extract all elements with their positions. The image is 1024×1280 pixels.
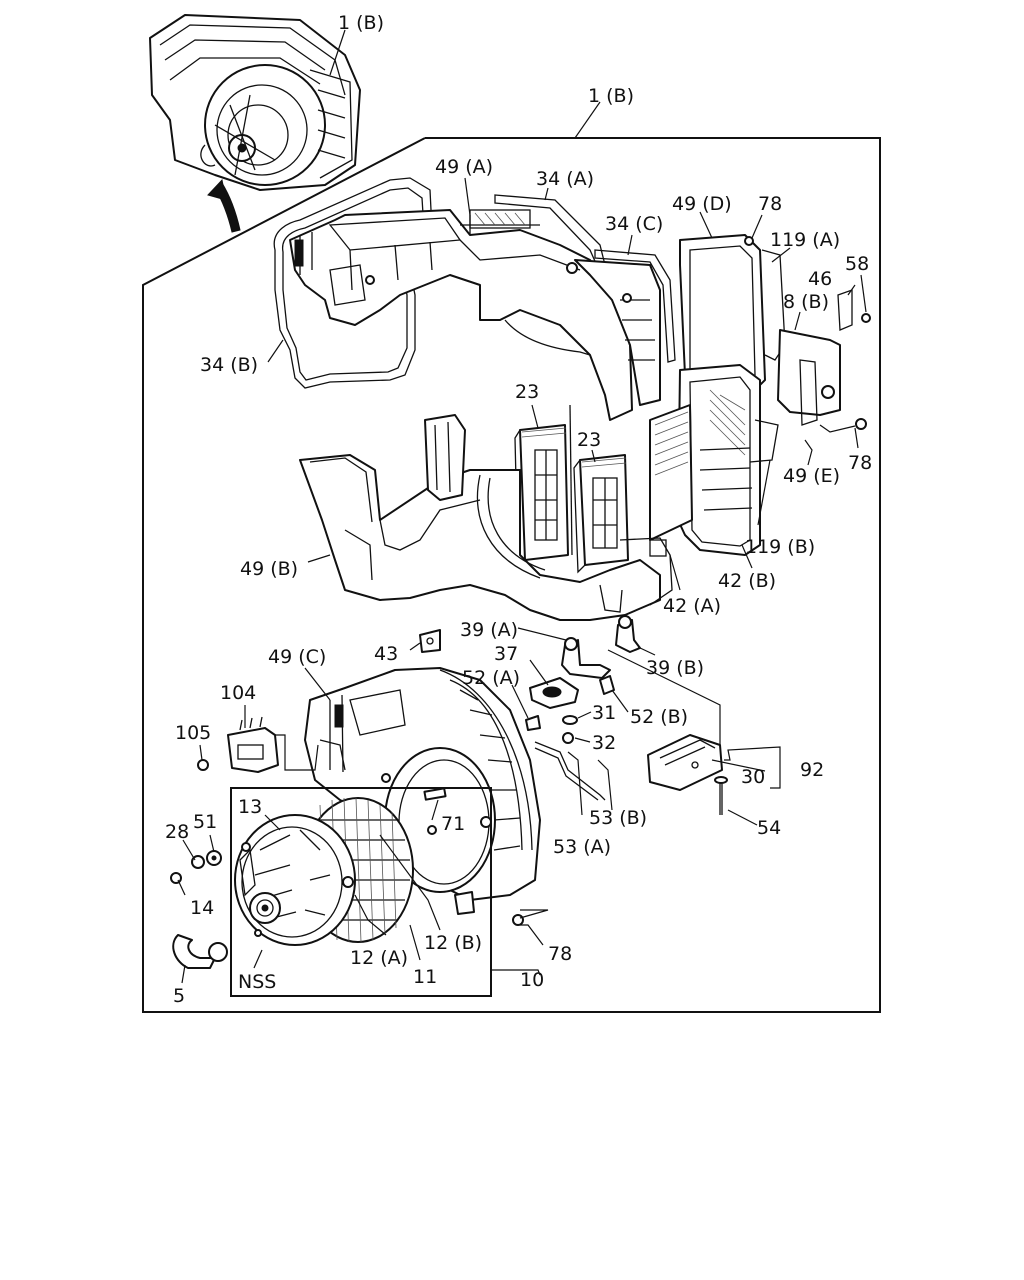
label-92: 92 [800, 759, 824, 781]
main-frame [142, 137, 881, 1013]
label-23-left: 23 [515, 381, 539, 403]
label-1b-main: 1 (B) [588, 85, 634, 107]
label-78-right: 78 [848, 452, 872, 474]
label-39b: 39 (B) [646, 657, 704, 679]
label-49c: 49 (C) [268, 646, 326, 668]
label-71: 71 [441, 813, 465, 835]
assembly-thumbnail [149, 14, 361, 233]
label-30: 30 [741, 766, 765, 788]
label-13: 13 [238, 796, 262, 818]
label-49b: 49 (B) [240, 558, 298, 580]
label-119b: 119 (B) [745, 536, 815, 558]
label-12b: 12 (B) [424, 932, 482, 954]
upper-case-assembly [273, 177, 676, 421]
label-1b-top: 1 (B) [338, 12, 384, 34]
blower-motor-assembly [234, 797, 414, 946]
label-53b: 53 (B) [589, 807, 647, 829]
label-53a: 53 (A) [553, 836, 611, 858]
label-12a: 12 (A) [350, 947, 408, 969]
label-51: 51 [193, 811, 217, 833]
label-42b: 42 (B) [718, 570, 776, 592]
label-nss: NSS [238, 971, 276, 993]
label-46: 46 [808, 268, 832, 290]
label-49e: 49 (E) [783, 465, 840, 487]
label-78-bottom: 78 [548, 943, 572, 965]
label-37: 37 [494, 643, 518, 665]
label-28: 28 [165, 821, 189, 843]
blower-motor-subassembly-box [230, 787, 492, 997]
actuator-and-levers [197, 615, 728, 815]
leader-lines [177, 29, 867, 984]
label-34b: 34 (B) [200, 354, 258, 376]
label-32: 32 [592, 732, 616, 754]
label-8b: 8 (B) [783, 291, 829, 313]
label-34a: 34 (A) [536, 168, 594, 190]
label-78-top: 78 [758, 193, 782, 215]
label-49d: 49 (D) [672, 193, 732, 215]
label-11: 11 [413, 966, 437, 988]
label-119a: 119 (A) [770, 229, 840, 251]
label-10: 10 [520, 969, 544, 991]
label-105: 105 [175, 722, 211, 744]
label-23-right: 23 [577, 429, 601, 451]
label-5: 5 [173, 985, 185, 1007]
label-49a: 49 (A) [435, 156, 493, 178]
filter-elements [514, 404, 693, 574]
filter-door-assembly [677, 234, 871, 556]
label-31: 31 [592, 702, 616, 724]
label-58: 58 [845, 253, 869, 275]
label-52a: 52 (A) [462, 667, 520, 689]
part-labels: 1 (B) 1 (B) 49 (A) 34 (A) 34 (C) 49 (D) … [165, 12, 872, 1007]
label-14: 14 [190, 897, 214, 919]
label-42a: 42 (A) [663, 595, 721, 617]
label-52b: 52 (B) [630, 706, 688, 728]
label-104: 104 [220, 682, 256, 704]
label-54: 54 [757, 817, 781, 839]
label-34c: 34 (C) [605, 213, 663, 235]
label-43: 43 [374, 643, 398, 665]
label-39a: 39 (A) [460, 619, 518, 641]
